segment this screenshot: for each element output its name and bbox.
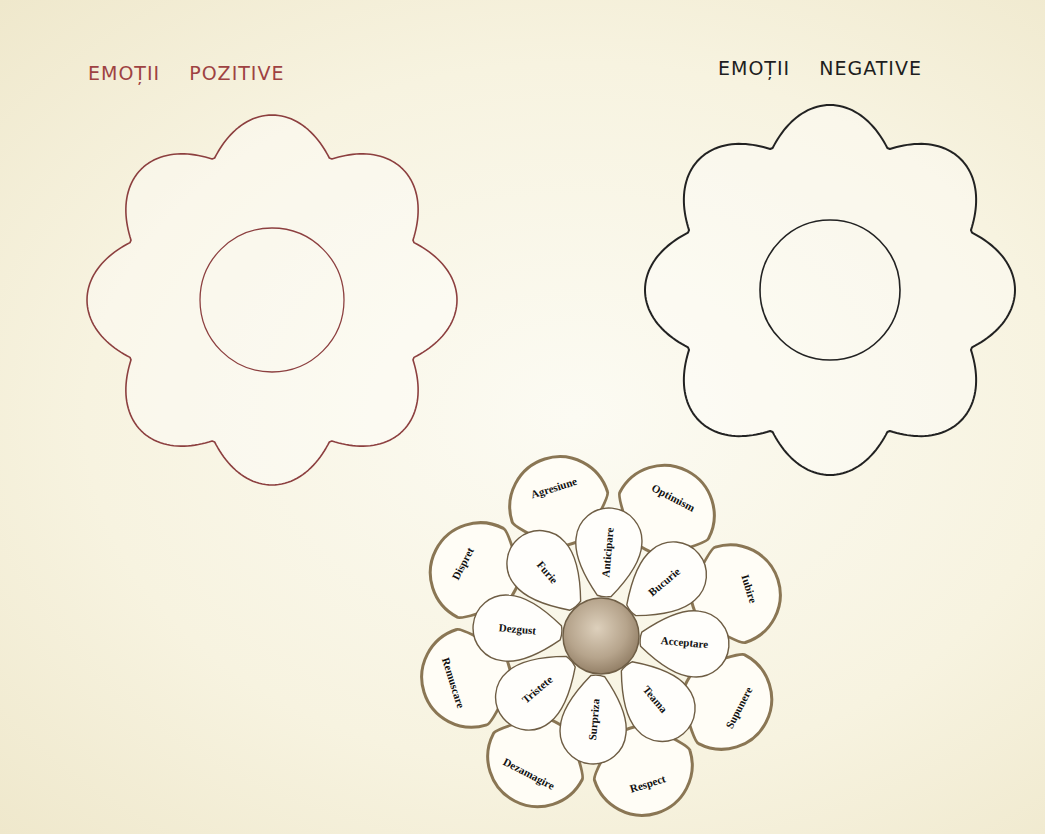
flower-center [760, 220, 900, 360]
center-disc [563, 598, 639, 674]
flower-shape: EMOȚII POZITIVE [80, 48, 470, 503]
flower-outline [640, 45, 1030, 485]
flower-petals [87, 115, 457, 485]
flower-center [200, 228, 344, 372]
flower-outline [80, 48, 470, 503]
flower-heading: EMOȚII NEGATIVE [718, 57, 922, 79]
flower-shape: EMOȚII NEGATIVE [640, 45, 1030, 485]
flower-heading: EMOȚII POZITIVE [88, 62, 284, 84]
flower-petals [645, 105, 1015, 475]
